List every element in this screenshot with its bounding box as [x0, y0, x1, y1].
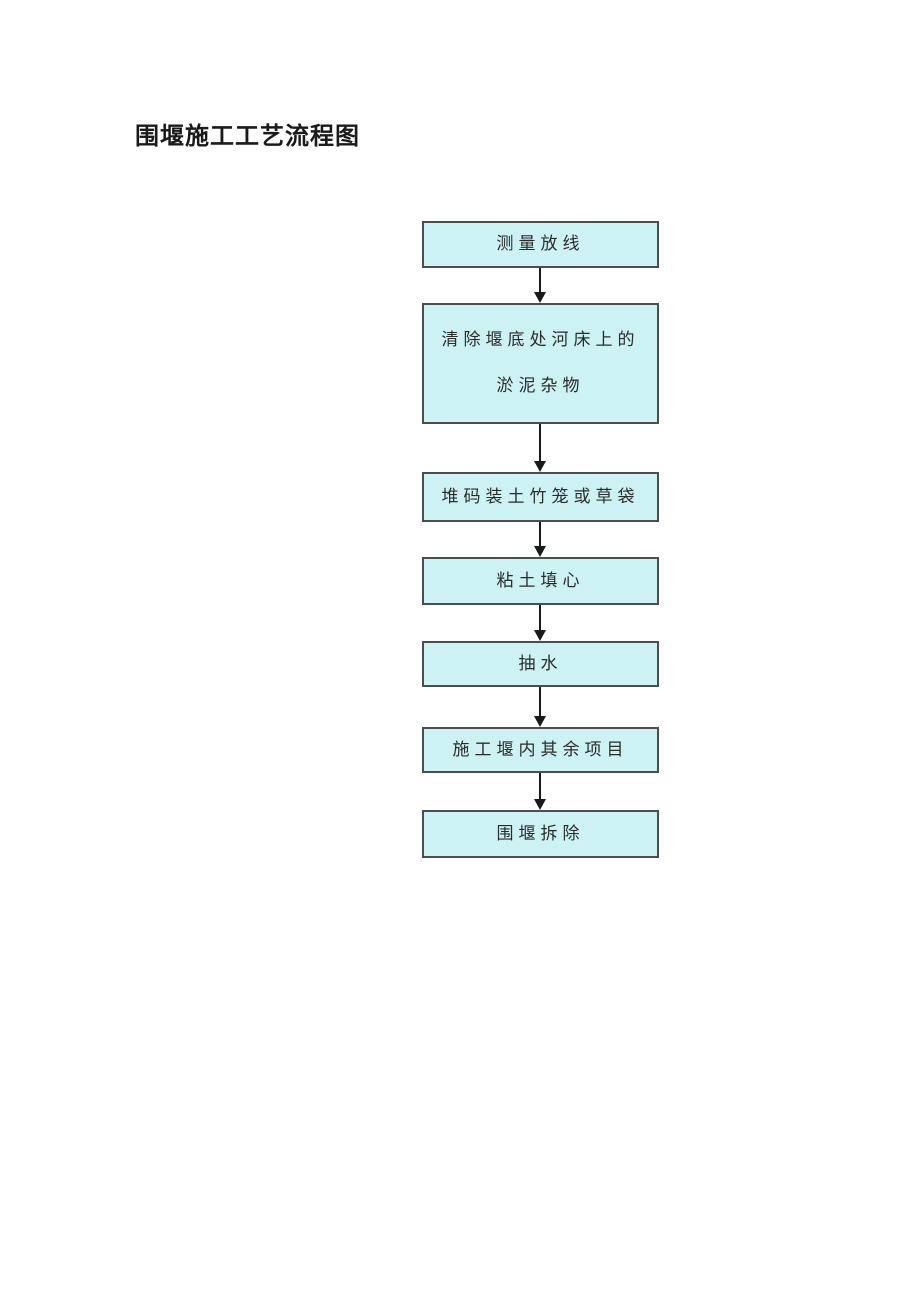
flow-step-clear-riverbed: 清除堰底处河床上的 淤泥杂物 [422, 303, 659, 424]
arrow-head [534, 546, 546, 557]
flow-step-label: 施工堰内其余项目 [452, 739, 629, 760]
arrow-head [534, 461, 546, 472]
arrow-head [534, 799, 546, 810]
flow-step-label: 清除堰底处河床上的 [441, 330, 640, 351]
arrow-head [534, 292, 546, 303]
arrow-stem [539, 424, 541, 461]
arrow-head [534, 716, 546, 727]
arrow-stem [539, 605, 541, 630]
arrow-stem [539, 522, 541, 546]
flow-arrow-down-icon [533, 773, 547, 810]
flow-step-inner-works: 施工堰内其余项目 [422, 727, 659, 773]
arrow-stem [539, 773, 541, 799]
flow-step-label: 抽水 [518, 653, 563, 674]
arrow-head [534, 630, 546, 641]
arrow-stem [539, 687, 541, 716]
flow-arrow-down-icon [533, 605, 547, 641]
flow-step-label: 堆码装土竹笼或草袋 [441, 486, 640, 507]
flow-arrow-down-icon [533, 687, 547, 727]
flow-step-pump-water: 抽水 [422, 641, 659, 687]
flow-step-label: 围堰拆除 [496, 823, 585, 844]
flow-arrow-down-icon [533, 268, 547, 303]
arrow-stem [539, 268, 541, 292]
page-title: 围堰施工工艺流程图 [135, 122, 360, 150]
flow-step-clay-fill: 粘土填心 [422, 557, 659, 605]
flow-step-survey-layout: 测量放线 [422, 221, 659, 268]
flow-step-label-line2: 淤泥杂物 [496, 376, 585, 397]
flow-step-stack-bags: 堆码装土竹笼或草袋 [422, 472, 659, 522]
flow-step-remove-cofferdam: 围堰拆除 [422, 810, 659, 858]
flow-arrow-down-icon [533, 424, 547, 472]
flow-step-label: 粘土填心 [496, 570, 585, 591]
flow-step-label: 测量放线 [496, 234, 585, 255]
flow-arrow-down-icon [533, 522, 547, 557]
